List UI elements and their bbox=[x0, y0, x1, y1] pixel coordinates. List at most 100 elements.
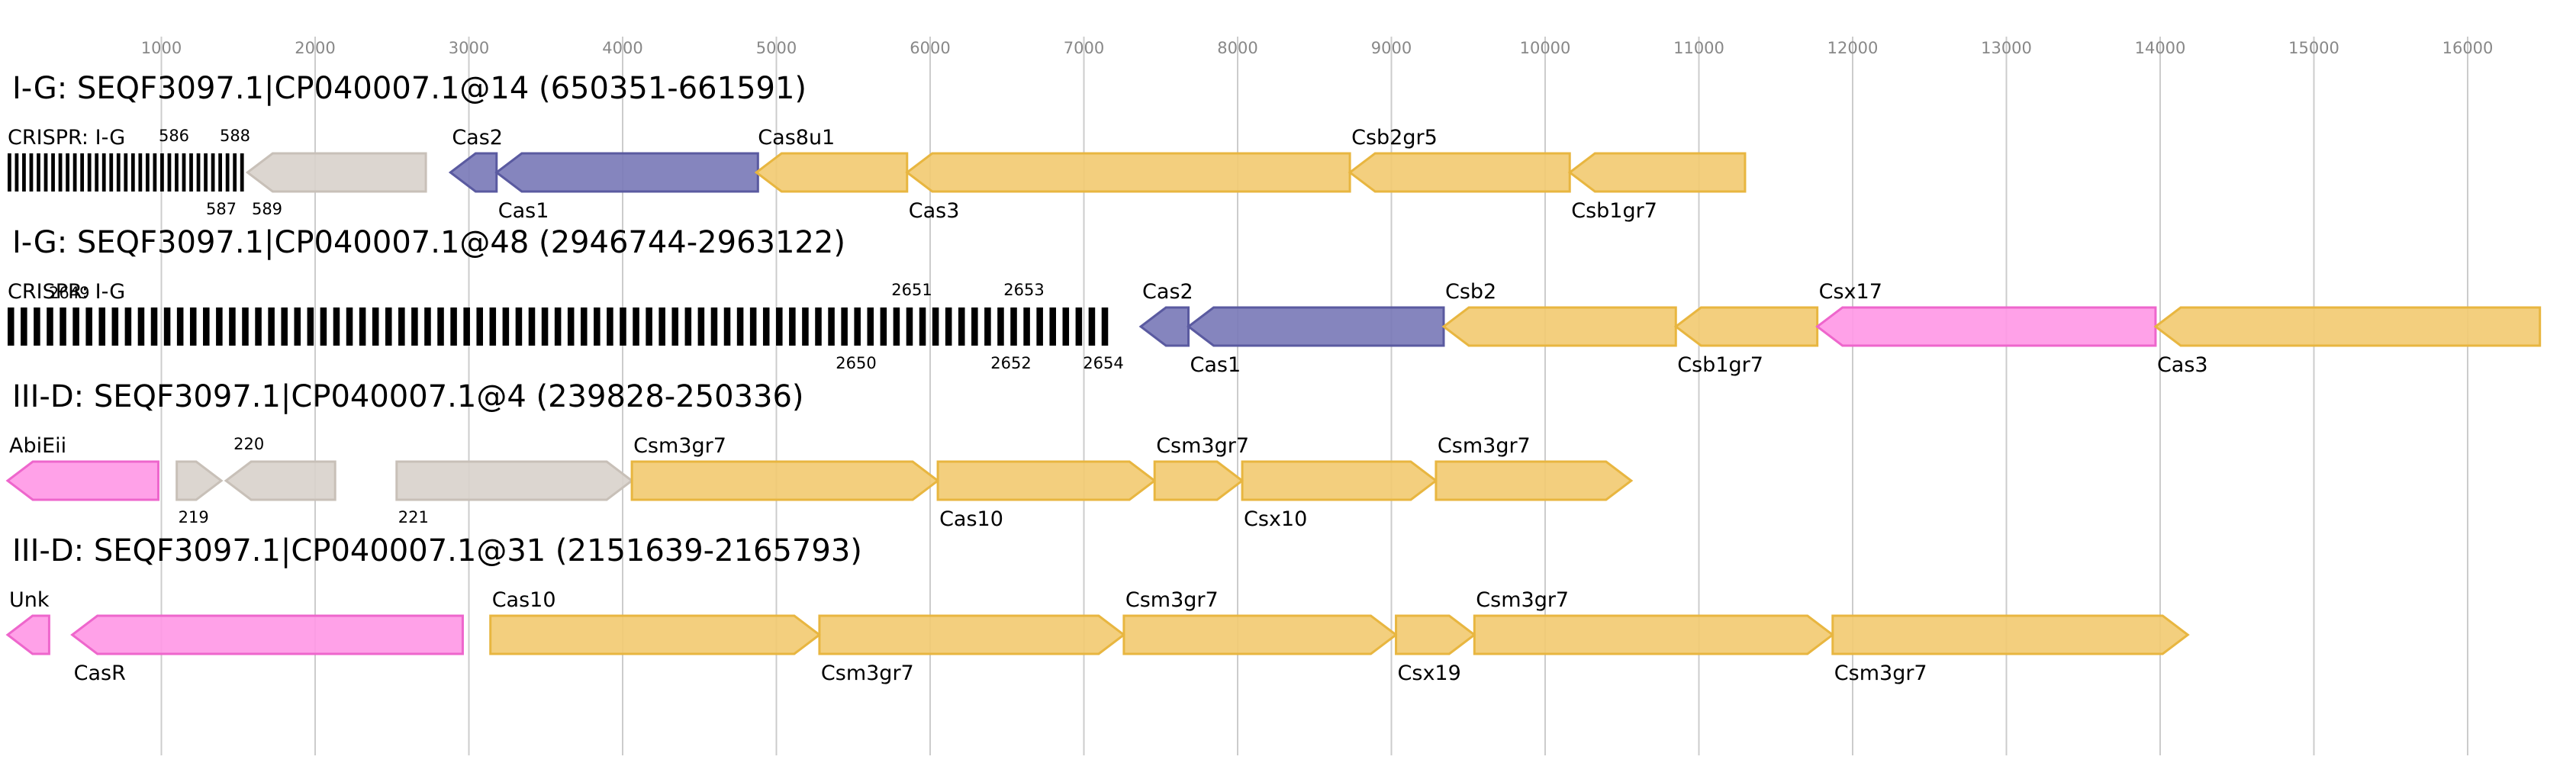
crispr-repeat bbox=[47, 307, 53, 346]
crispr-repeat bbox=[34, 307, 40, 346]
gene-number: 221 bbox=[398, 508, 429, 526]
gene-arrow-csb2gr5 bbox=[1348, 152, 1571, 193]
crispr-repeat bbox=[372, 307, 379, 346]
tick-label: 16000 bbox=[2442, 39, 2494, 57]
crispr-repeat bbox=[58, 153, 63, 192]
crispr-repeat bbox=[255, 307, 262, 346]
track: III-D: SEQF3097.1|CP040007.1@31 (2151639… bbox=[5, 533, 2190, 685]
crispr-repeat bbox=[87, 153, 92, 192]
gene-label: Csx17 bbox=[1819, 280, 1882, 304]
crispr-repeat bbox=[671, 307, 679, 346]
crispr-repeat bbox=[160, 153, 164, 192]
crispr-array-number: 2649 bbox=[49, 284, 89, 302]
crispr-repeat bbox=[607, 307, 613, 346]
gene-arrow-csx17 bbox=[1815, 306, 2157, 347]
gene-label: Csm3gr7 bbox=[633, 434, 726, 458]
track-title: I-G: SEQF3097.1|CP040007.1@48 (2946744-2… bbox=[12, 225, 845, 260]
crispr-repeat bbox=[528, 307, 536, 346]
gene-arrow-csx19 bbox=[1395, 614, 1476, 655]
crispr-repeat bbox=[567, 307, 575, 346]
array-number-bottom: 589 bbox=[252, 200, 282, 218]
crispr-repeat bbox=[723, 307, 731, 346]
crispr-repeat bbox=[95, 153, 99, 192]
crispr-repeat bbox=[8, 153, 11, 192]
track-title: I-G: SEQF3097.1|CP040007.1@14 (650351-66… bbox=[12, 71, 807, 106]
gene-arrow-csm3gr7 bbox=[1831, 614, 2190, 655]
crispr-repeat bbox=[385, 307, 392, 346]
crispr-repeat bbox=[997, 307, 1004, 346]
gene-arrow-cas8u1 bbox=[754, 152, 909, 193]
crispr-repeat bbox=[8, 307, 14, 346]
array-number-bottom: 587 bbox=[206, 200, 237, 218]
gene-label: Csm3gr7 bbox=[1834, 662, 1927, 685]
crispr-repeat bbox=[167, 153, 172, 192]
crispr-repeat bbox=[802, 307, 809, 346]
crispr-repeat bbox=[182, 153, 186, 192]
crispr-repeat bbox=[111, 307, 119, 346]
tick-label: 10000 bbox=[1520, 39, 1571, 57]
gene-arrow-cas10 bbox=[489, 614, 822, 655]
crispr-repeat bbox=[211, 153, 215, 192]
crispr-repeat bbox=[320, 307, 327, 346]
crispr-repeat bbox=[218, 153, 223, 192]
crispr-repeat bbox=[749, 307, 757, 346]
array-number-bottom: 2654 bbox=[1083, 354, 1123, 372]
crispr-repeat bbox=[828, 307, 835, 346]
crispr-repeat bbox=[294, 307, 301, 346]
crispr-repeat bbox=[736, 307, 744, 346]
crispr-repeat bbox=[29, 153, 34, 192]
gene-arrow-unannotated bbox=[245, 152, 427, 193]
crispr-repeat bbox=[85, 307, 92, 346]
array-number-bottom: 2652 bbox=[990, 354, 1031, 372]
crispr-repeat bbox=[225, 153, 230, 192]
tracks: I-G: SEQF3097.1|CP040007.1@14 (650351-66… bbox=[5, 71, 2542, 685]
crispr-repeat bbox=[450, 307, 457, 346]
gene-arrow-219 bbox=[175, 460, 224, 501]
crispr-repeat bbox=[72, 153, 77, 192]
tick-label: 11000 bbox=[1673, 39, 1724, 57]
crispr-repeat bbox=[268, 307, 275, 346]
gene-arrow-abieii bbox=[5, 460, 159, 501]
crispr-repeat bbox=[398, 307, 405, 346]
crispr-repeat bbox=[945, 307, 952, 346]
crispr-repeat bbox=[153, 153, 157, 192]
crispr-repeat bbox=[307, 307, 314, 346]
crispr-repeat bbox=[789, 307, 796, 346]
crispr-repeat bbox=[189, 153, 193, 192]
crispr-repeat bbox=[1023, 307, 1030, 346]
crispr-repeat bbox=[502, 307, 510, 346]
array-number-top: 586 bbox=[159, 127, 189, 145]
gene-label: Csm3gr7 bbox=[1125, 588, 1219, 612]
crispr-repeat bbox=[541, 307, 549, 346]
crispr-repeat bbox=[359, 307, 366, 346]
crispr-repeat bbox=[633, 307, 639, 346]
crispr-repeat bbox=[37, 153, 40, 192]
crispr-repeat bbox=[72, 307, 79, 346]
crispr-repeat bbox=[880, 307, 887, 346]
gene-label: Csb2 bbox=[1445, 280, 1496, 304]
gene-label: Cas2 bbox=[1142, 280, 1193, 304]
gene-label: AbiEii bbox=[9, 434, 66, 458]
gene-arrow-csm3gr7 bbox=[1473, 614, 1835, 655]
crispr-repeat bbox=[958, 307, 965, 346]
crispr-repeat bbox=[984, 307, 991, 346]
crispr-repeat bbox=[841, 307, 848, 346]
gene-arrow-csm3gr7 bbox=[818, 614, 1126, 655]
crispr-repeat bbox=[515, 307, 523, 346]
gene-arrow-csb1gr7 bbox=[1567, 152, 1747, 193]
crispr-repeat bbox=[21, 307, 27, 346]
gene-arrow-casr bbox=[70, 614, 464, 655]
array-number-bottom: 2650 bbox=[836, 354, 876, 372]
crispr-repeat bbox=[98, 307, 106, 346]
crispr-repeat bbox=[233, 153, 237, 192]
track-title: III-D: SEQF3097.1|CP040007.1@31 (2151639… bbox=[12, 533, 862, 568]
track: I-G: SEQF3097.1|CP040007.1@48 (2946744-2… bbox=[8, 225, 2542, 377]
crispr-repeat bbox=[489, 307, 497, 346]
gene-arrow-cas1 bbox=[494, 152, 759, 193]
crispr-repeat bbox=[333, 307, 340, 346]
gene-number: 220 bbox=[233, 435, 264, 453]
tick-label: 1000 bbox=[141, 39, 182, 57]
crispr-repeat bbox=[1010, 307, 1017, 346]
tick-label: 15000 bbox=[2288, 39, 2339, 57]
gene-label: Csm3gr7 bbox=[1438, 434, 1531, 458]
